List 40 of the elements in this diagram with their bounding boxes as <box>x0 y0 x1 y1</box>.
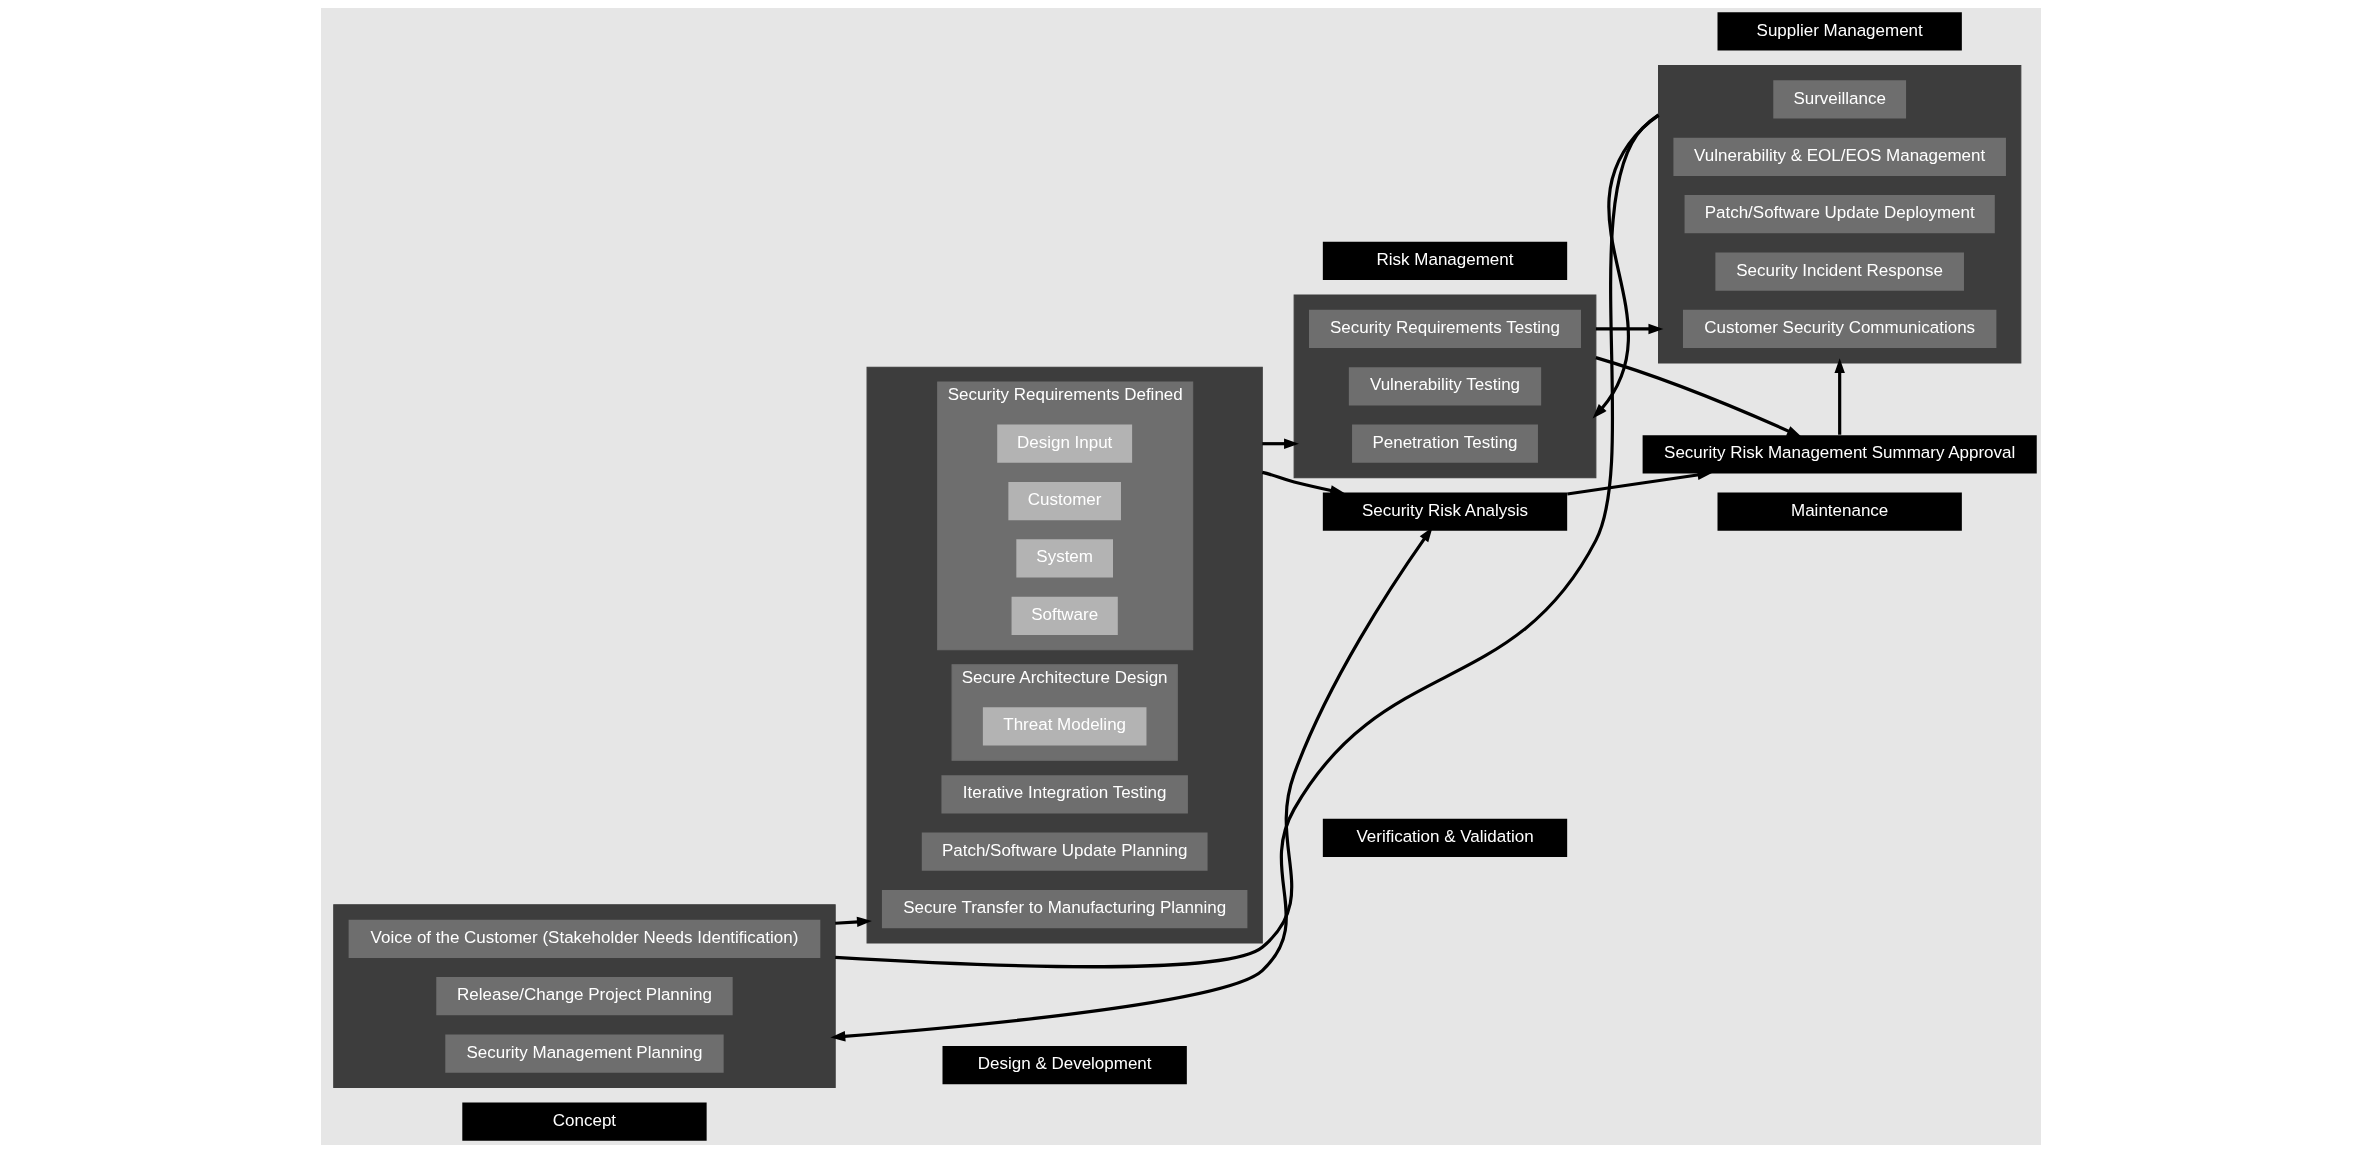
arrow <box>829 113 1660 1042</box>
node-box: Voice of the Customer (Stakeholder Needs Identification) <box>348 919 820 958</box>
arrow <box>1592 114 1659 419</box>
node-box: Vulnerability & EOL/EOS Management <box>1672 137 2006 176</box>
cluster <box>1293 294 1596 479</box>
node-box: Supplier Management <box>1717 12 1962 51</box>
node-box: Threat Modeling <box>982 707 1146 746</box>
node-box: Iterative Integration Testing <box>940 775 1188 814</box>
arrow <box>1595 323 1663 335</box>
node-box: Security Risk Management Summary Approval <box>1642 435 2037 474</box>
node-box: Verification & Validation <box>1322 818 1567 857</box>
arrow <box>834 527 1433 969</box>
node-box: Customer <box>1007 481 1121 521</box>
arrow <box>1833 358 1845 435</box>
node-box: Risk Management <box>1322 241 1567 281</box>
node-box: Surveillance <box>1772 80 1906 119</box>
node-box: Penetration Testing <box>1351 424 1538 463</box>
node-box: Design & Development <box>942 1046 1187 1085</box>
cluster <box>332 904 836 1089</box>
node-box: Patch/Software Update Deployment <box>1684 195 1995 234</box>
cluster <box>866 366 1263 944</box>
node-box: System <box>1015 539 1113 578</box>
arrow <box>1261 438 1299 449</box>
node-box: Security Management Planning <box>444 1034 724 1073</box>
cluster <box>1657 64 2021 364</box>
node-box: Secure Transfer to Manufacturing Planning <box>881 889 1247 929</box>
node-box: Security Requirements Testing <box>1308 309 1581 349</box>
arrow <box>834 916 872 928</box>
node-box: Vulnerability Testing <box>1348 367 1541 406</box>
arrow <box>1261 470 1345 496</box>
node-box: Release/Change Project Planning <box>435 977 733 1016</box>
node-box: Security Incident Response <box>1714 252 1964 291</box>
node-box: Security Risk Analysis <box>1322 492 1567 531</box>
node-box: Software <box>1011 596 1118 635</box>
node-box: Concept <box>461 1102 707 1141</box>
node-box: Design Input <box>996 424 1132 463</box>
node-box: Maintenance <box>1717 492 1962 531</box>
node-box: Patch/Software Update Planning <box>921 832 1208 871</box>
node-box: Customer Security Communications <box>1682 309 1996 349</box>
arrow <box>1594 356 1802 438</box>
